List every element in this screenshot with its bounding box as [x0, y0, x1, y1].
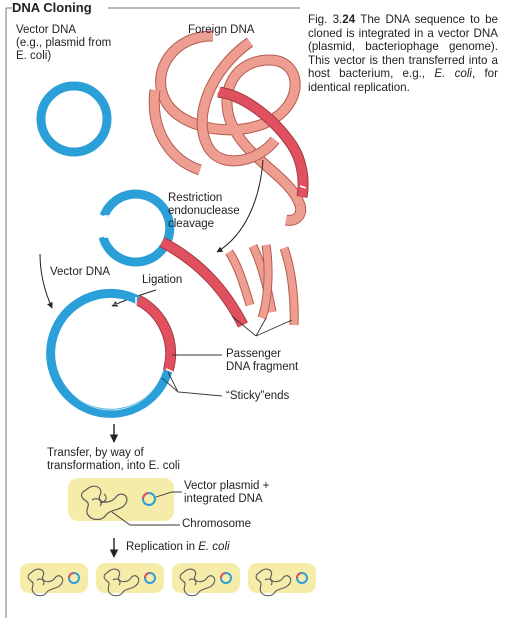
host-bacterium: [68, 478, 174, 521]
recombinant-plasmid: [46, 288, 177, 418]
restriction-label-3: cleavage: [168, 218, 215, 230]
replicated-cell: [172, 563, 240, 597]
frame: [5, 7, 300, 618]
passenger-label-1: Passenger: [226, 348, 281, 360]
cleaved-vector-plasmid: [98, 189, 175, 267]
foreign-dna-strand: [148, 30, 309, 226]
replicated-cell: [248, 563, 316, 597]
plasmid-integrated-label-1: Vector plasmid +: [184, 480, 270, 492]
plasmid-integrated-label-2: integrated DNA: [184, 493, 263, 505]
vector-dna-example-2: E. coli): [16, 50, 52, 62]
replicated-cells: [20, 563, 316, 597]
transfer-label-1: Transfer, by way of: [47, 447, 144, 459]
restriction-label-1: Restriction: [168, 192, 223, 204]
vector-plasmid: [36, 81, 112, 157]
sticky-ends-label: “Sticky”ends: [226, 390, 290, 402]
figure-title: DNA Cloning: [12, 0, 92, 15]
passenger-label-2: DNA fragment: [226, 361, 299, 373]
vector-dna-example-1: (e.g., plasmid from: [16, 37, 112, 49]
transfer-label-2: transformation, into E. coli: [47, 460, 180, 472]
cut-fragments: [225, 244, 299, 326]
chromosome-label: Chromosome: [182, 518, 252, 530]
ligation-label: Ligation: [142, 274, 183, 286]
foreign-dna-label: Foreign DNA: [188, 24, 255, 36]
figure-caption: Fig. 3.24 The DNA sequence to be cloned …: [308, 13, 499, 94]
passenger-dna-fragment: [159, 237, 248, 328]
restriction-label-2: endonuclease: [168, 205, 240, 217]
replicated-cell: [96, 563, 164, 597]
replicated-cell: [20, 563, 88, 597]
vector-dna-label: Vector DNA: [16, 24, 77, 36]
replication-label: Replication in E. coli: [126, 541, 230, 553]
vector-dna-label-2: Vector DNA: [50, 266, 111, 278]
